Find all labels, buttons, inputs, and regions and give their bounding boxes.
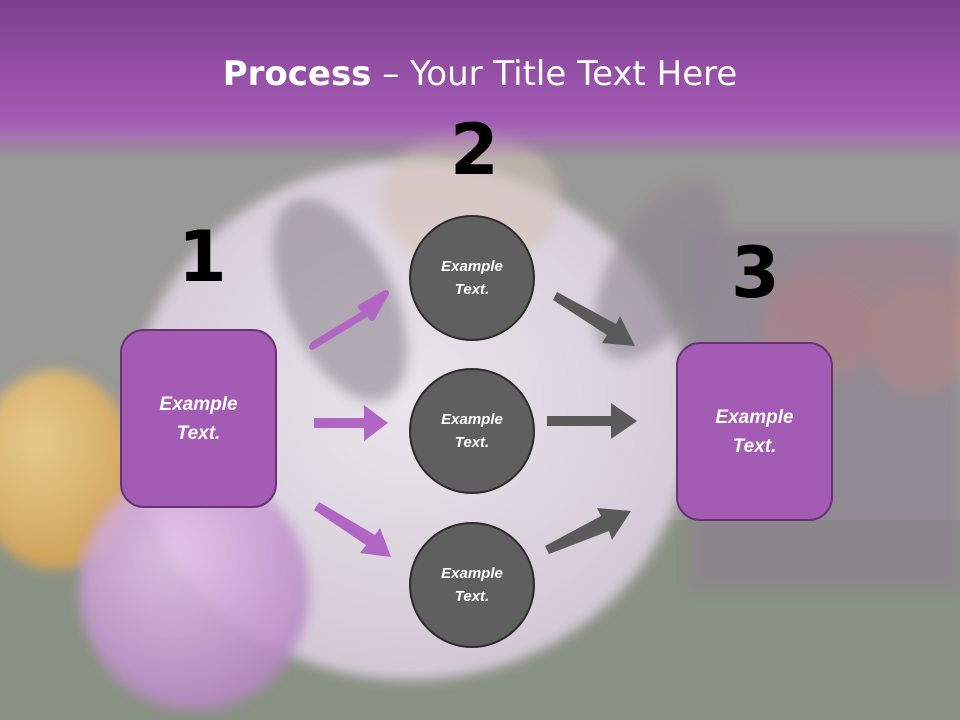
step-3-text-line2: Text. [732, 435, 777, 457]
slide-title: Process – Your Title Text Here [0, 54, 960, 94]
arrow-up-right-right [545, 508, 631, 554]
title-rest: – Your Title Text Here [371, 54, 738, 94]
title-bold: Process [222, 54, 372, 94]
arrow-down-right-left [314, 502, 391, 557]
circle-bottom-line2: Text. [454, 588, 490, 605]
arrow-up-right-left [309, 290, 389, 350]
arrow-down-right-right [553, 292, 635, 346]
circle-middle-line2: Text. [454, 434, 490, 451]
step-number-2: 2 [450, 109, 499, 191]
circle-top: Example Text. [409, 215, 535, 341]
step-1-text-line2: Text. [176, 422, 221, 444]
step-3-box: Example Text. [676, 342, 833, 521]
circle-middle: Example Text. [409, 368, 535, 494]
circle-top-line1: Example [441, 258, 503, 275]
circle-bottom-line1: Example [441, 565, 503, 582]
step-number-3: 3 [731, 232, 780, 314]
step-number-1: 1 [178, 216, 227, 298]
arrow-straight-right [547, 403, 637, 439]
circle-bottom: Example Text. [409, 522, 535, 648]
step-1-text-line1: Example [159, 393, 238, 415]
step-1-box: Example Text. [120, 329, 277, 508]
step-3-text-line1: Example [715, 406, 794, 428]
circle-middle-line1: Example [441, 411, 503, 428]
circle-top-line2: Text. [454, 281, 490, 298]
arrow-straight-left [314, 405, 388, 441]
